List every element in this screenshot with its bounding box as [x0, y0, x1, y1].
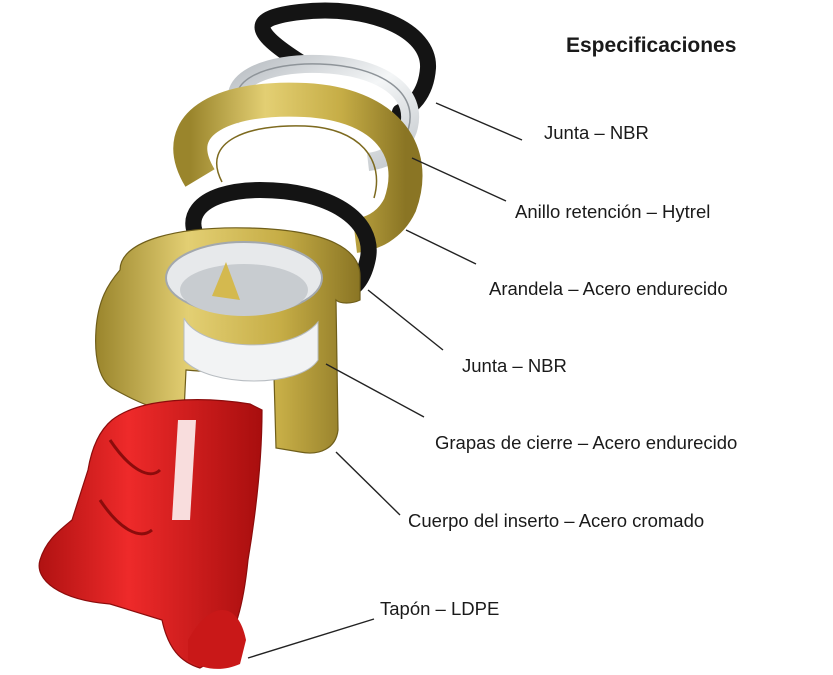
- label-cap: Tapón – LDPE: [380, 598, 500, 619]
- label-retaining-ring: Anillo retención – Hytrel: [515, 201, 711, 222]
- leader-cap: [247, 618, 375, 659]
- label-top-seal: Junta – NBR: [544, 122, 649, 143]
- leader-washer: [405, 229, 477, 265]
- label-locking-clamps: Grapas de cierre – Acero endurecido: [435, 432, 738, 453]
- insert-body-part: [38, 399, 263, 669]
- leader-retaining-ring: [411, 157, 507, 202]
- specifications-title: Especificaciones: [566, 34, 737, 57]
- label-insert-body: Cuerpo del inserto – Acero cromado: [408, 510, 705, 531]
- leader-lines: [247, 102, 523, 659]
- label-washer: Arandela – Acero endurecido: [489, 278, 728, 299]
- label-lower-seal: Junta – NBR: [462, 355, 567, 376]
- leader-top-seal: [435, 102, 523, 141]
- leader-lower-seal: [367, 289, 444, 351]
- top-seal-part: [254, 2, 436, 120]
- locking-clamps-part: [95, 227, 361, 454]
- lower-seal-part: [185, 181, 377, 300]
- leader-insert-body: [335, 451, 401, 516]
- leader-locking-clamps: [325, 363, 425, 418]
- washer-part: [173, 82, 423, 253]
